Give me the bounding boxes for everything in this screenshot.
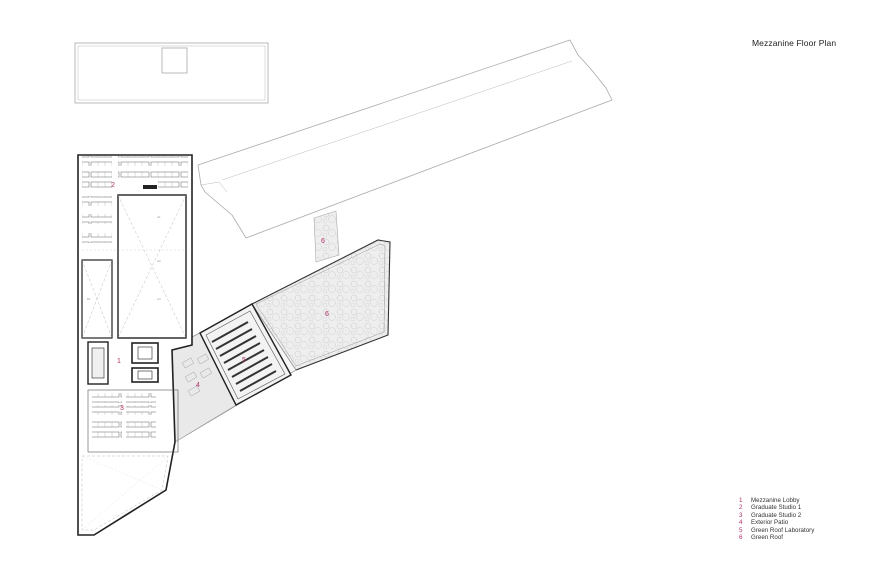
label-lobby: 1	[117, 358, 121, 365]
svg-text:A3: A3	[157, 297, 161, 301]
label-patio: 4	[196, 382, 200, 389]
label-studio-2: 3	[120, 405, 124, 412]
label-green-roof-strip: 6	[321, 238, 325, 245]
svg-text:A2: A2	[157, 259, 161, 263]
svg-text:A1: A1	[157, 215, 161, 219]
adjacent-building-outline	[197, 39, 613, 239]
upper-roof-outline	[74, 42, 269, 104]
plan-title: Mezzanine Floor Plan	[752, 38, 837, 48]
studio-2-desks	[87, 389, 179, 453]
studio-1-desks	[82, 156, 188, 243]
label-studio-1: 2	[111, 182, 115, 189]
lobby-cores	[87, 341, 159, 385]
label-green-roof: 6	[325, 311, 329, 318]
main-building: A1 A2 A3 B1	[77, 154, 193, 536]
green-roof-strip	[313, 210, 340, 263]
svg-text:B1: B1	[87, 297, 91, 301]
lab-wing	[171, 303, 297, 443]
label-lab: 5	[242, 357, 246, 364]
